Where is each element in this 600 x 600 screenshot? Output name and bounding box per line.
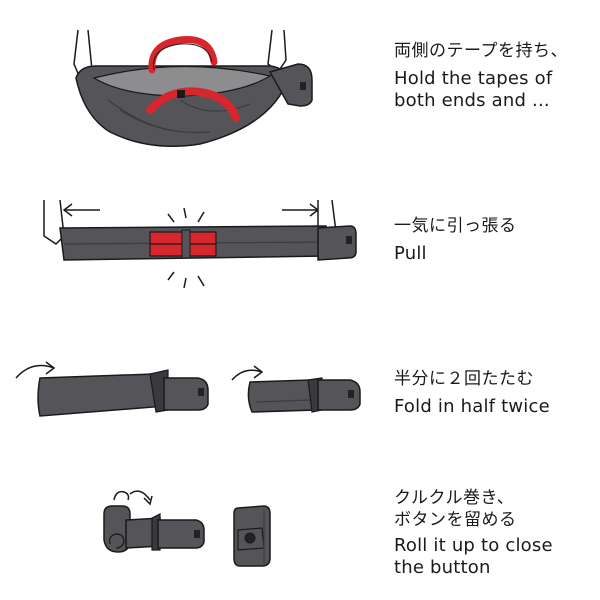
burst-icon <box>167 207 205 289</box>
step-1-en-line-2: both ends and ... <box>394 90 550 111</box>
step2-illustration <box>43 199 357 289</box>
step-4-text: クルクル巻き、 ボタンを留める Roll it up to close the … <box>394 487 594 579</box>
step-2-en-line-1: Pull <box>394 243 427 264</box>
step-3-text: 半分に２回たたむ Fold in half twice <box>394 368 594 418</box>
step-2-jp-line-1: 一気に引っ張る <box>394 216 517 236</box>
step3-illustration <box>15 361 361 417</box>
step-4-en-line-2: the button <box>394 557 491 578</box>
step-2-text: 一気に引っ張る Pull <box>394 215 594 265</box>
arrow-icon <box>62 203 320 217</box>
step-4-jp-line-1: クルクル巻き、 <box>394 488 515 508</box>
step-1-en-line-1: Hold the tapes of <box>394 68 553 89</box>
button-icon <box>244 532 256 544</box>
button-icon <box>300 82 306 90</box>
step-4-en-line-1: Roll it up to close <box>394 535 553 556</box>
step-4-jp-line-2: ボタンを留める <box>394 510 517 530</box>
arrow-icon <box>113 490 153 506</box>
step-1-jp-line-1: 両側のテープを持ち、 <box>394 41 568 61</box>
step-1-text: 両側のテープを持ち、 Hold the tapes of both ends a… <box>394 40 594 112</box>
step1-illustration <box>73 29 313 148</box>
step4-illustration <box>103 490 271 567</box>
step-3-en-line-1: Fold in half twice <box>394 396 550 417</box>
step-3-jp-line-1: 半分に２回たたむ <box>394 369 534 389</box>
arrow-icon <box>15 361 264 381</box>
